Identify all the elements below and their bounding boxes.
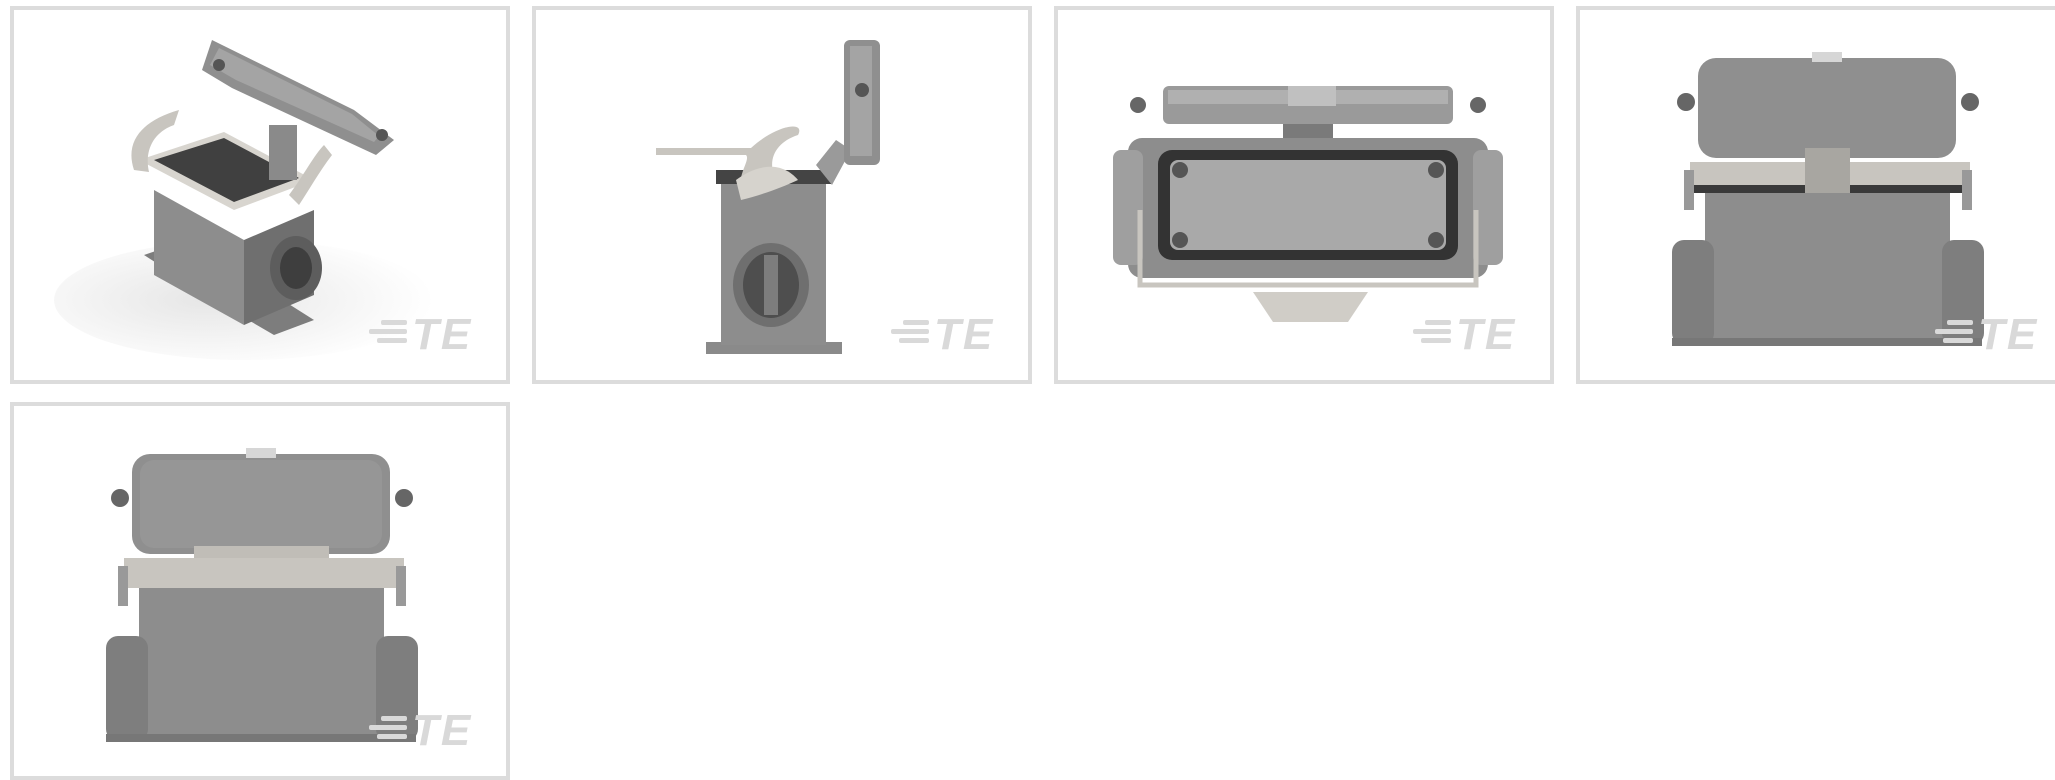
te-logo-bars-icon [369, 320, 407, 344]
thumbnail-side-view[interactable]: TE [532, 6, 1032, 384]
housing-side-image [656, 40, 880, 354]
te-watermark: TE [412, 310, 473, 359]
thumbnail-isometric-view[interactable]: TE [10, 6, 510, 384]
te-watermark: TE [412, 706, 473, 755]
te-logo-bars-icon [891, 320, 929, 344]
te-logo-bars-icon [1413, 320, 1451, 344]
te-watermark: TE [1978, 310, 2039, 359]
housing-front-image [1672, 52, 1984, 346]
housing-isometric-image [54, 40, 434, 360]
te-logo-bars-icon [369, 716, 407, 740]
housing-top-image [1113, 86, 1503, 322]
te-logo-bars-icon [1935, 320, 1973, 344]
thumbnail-top-view[interactable]: TE [1054, 6, 1554, 384]
te-watermark: TE [1456, 310, 1517, 359]
te-watermark: TE [934, 310, 995, 359]
thumbnail-back-view[interactable]: TE [10, 402, 510, 780]
housing-back-image [106, 448, 418, 742]
thumbnail-front-view[interactable]: TE [1576, 6, 2055, 384]
